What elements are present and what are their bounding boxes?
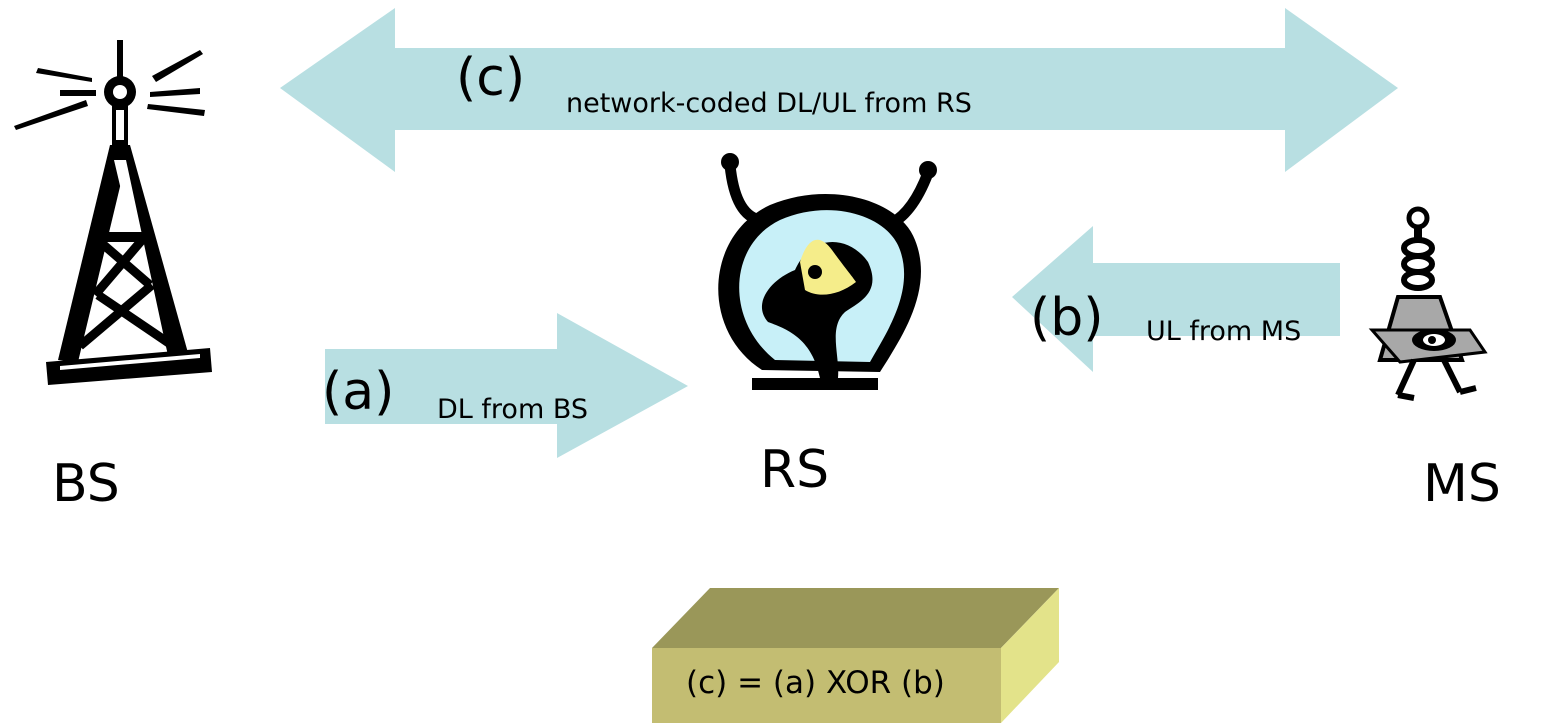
node-label-bs: BS [52,454,120,514]
relay-creature-icon [718,153,937,390]
arrow-b-tag: (b) [1030,288,1104,348]
equation-box-text: (c) = (a) XOR (b) [686,665,945,701]
arrow-c-tag: (c) [456,48,526,108]
node-label-rs: RS [760,440,830,500]
mobile-station-icon [1368,206,1488,401]
arrow-b-text: UL from MS [1146,316,1302,347]
arrow-b-shape [1012,226,1340,372]
arrow-a-text: DL from BS [437,394,589,425]
equation-box-shape [652,588,1059,723]
radio-tower-icon [14,40,212,385]
arrow-a-tag: (a) [322,362,395,422]
arrow-a-shape [325,313,688,458]
arrow-c-shape [280,8,1398,172]
node-label-ms: MS [1423,454,1501,514]
arrow-c-text: network-coded DL/UL from RS [566,88,972,119]
